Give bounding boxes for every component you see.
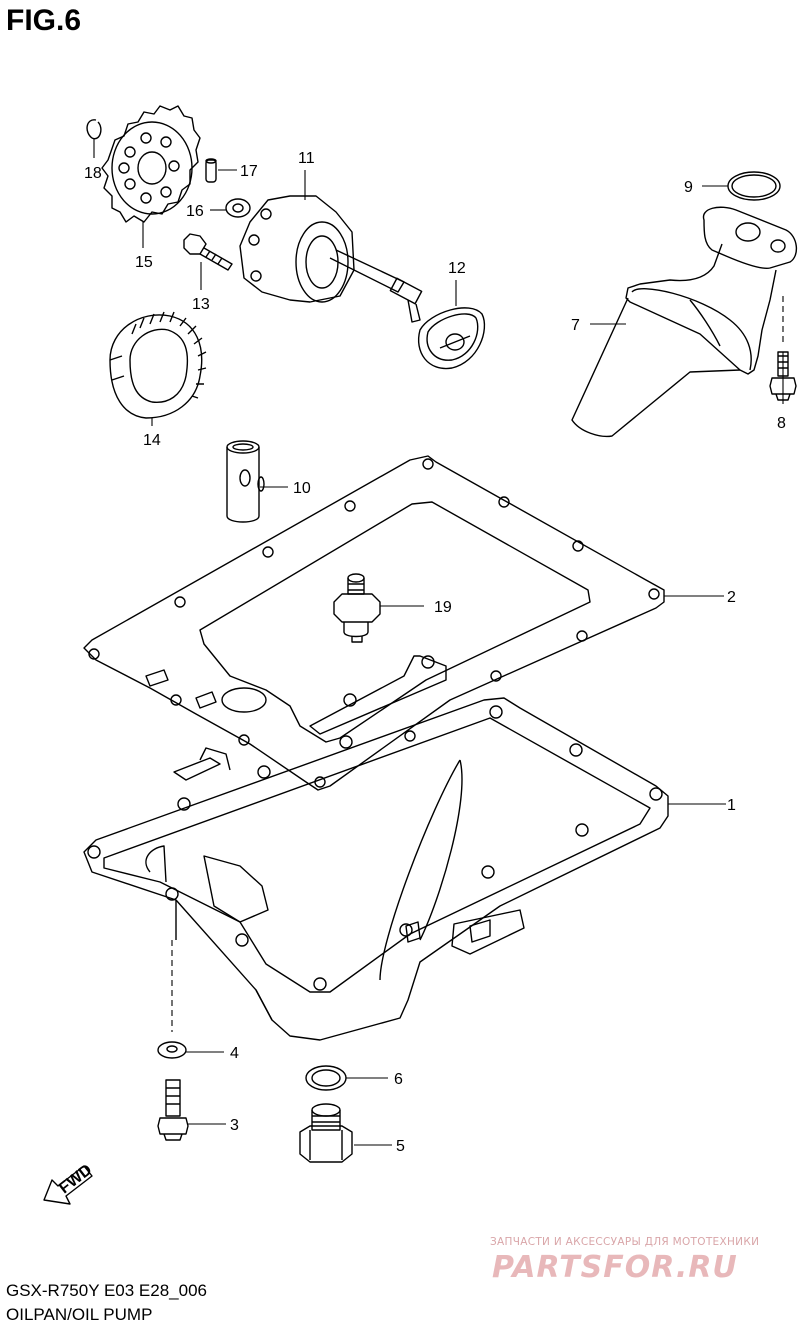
fwd-label: FWD <box>56 1161 95 1197</box>
figure-code: GSX-R750Y E03 E28_006 <box>6 1281 207 1300</box>
callout-12: 12 <box>448 260 466 277</box>
callout-3: 3 <box>230 1117 239 1134</box>
callout-14: 14 <box>143 432 161 449</box>
part-13-bolt <box>183 233 233 271</box>
part-18-circlip <box>86 119 102 140</box>
callout-16: 16 <box>186 203 204 220</box>
part-1-oil-pan <box>83 697 669 1041</box>
callout-8: 8 <box>777 415 786 432</box>
part-6-gasket <box>305 1065 347 1091</box>
watermark-tagline: ЗАПЧАСТИ И АКСЕССУАРЫ ДЛЯ МОТОТЕХНИКИ <box>490 1236 760 1248</box>
part-3-bolt <box>157 1079 189 1141</box>
callout-15: 15 <box>135 254 153 271</box>
part-10-dowel <box>226 440 265 523</box>
part-17-pin <box>205 158 217 183</box>
watermark-brand: PARTSFOR.RU <box>492 1250 738 1285</box>
callout-7: 7 <box>571 317 580 334</box>
callout-9: 9 <box>684 179 693 196</box>
callout-1: 1 <box>727 797 736 814</box>
callout-18: 18 <box>84 165 102 182</box>
part-16-washer <box>225 198 251 218</box>
part-14-gear <box>109 311 207 419</box>
callout-5: 5 <box>396 1138 405 1155</box>
callout-19: 19 <box>434 599 452 616</box>
part-15-sprocket <box>101 105 201 223</box>
callout-13: 13 <box>192 296 210 313</box>
callout-2: 2 <box>727 589 736 606</box>
part-4-washer <box>157 1041 187 1059</box>
part-11-oil-pump <box>239 195 423 323</box>
part-9-o-ring <box>727 171 781 201</box>
part-7-oil-strainer <box>571 206 797 438</box>
part-5-drain-plug <box>299 1103 353 1163</box>
part-19-fitting <box>333 573 381 643</box>
callout-17: 17 <box>240 163 258 180</box>
figure-name: OILPAN/OIL PUMP <box>6 1305 153 1324</box>
callout-11: 11 <box>298 150 315 167</box>
callout-10: 10 <box>293 480 311 497</box>
part-12-gasket <box>418 307 486 370</box>
callout-6: 6 <box>394 1071 403 1088</box>
fwd-arrow-icon <box>43 1165 93 1205</box>
figure-title: FIG.6 <box>6 4 82 37</box>
callout-4: 4 <box>230 1045 239 1062</box>
leader-lines <box>93 138 784 1146</box>
